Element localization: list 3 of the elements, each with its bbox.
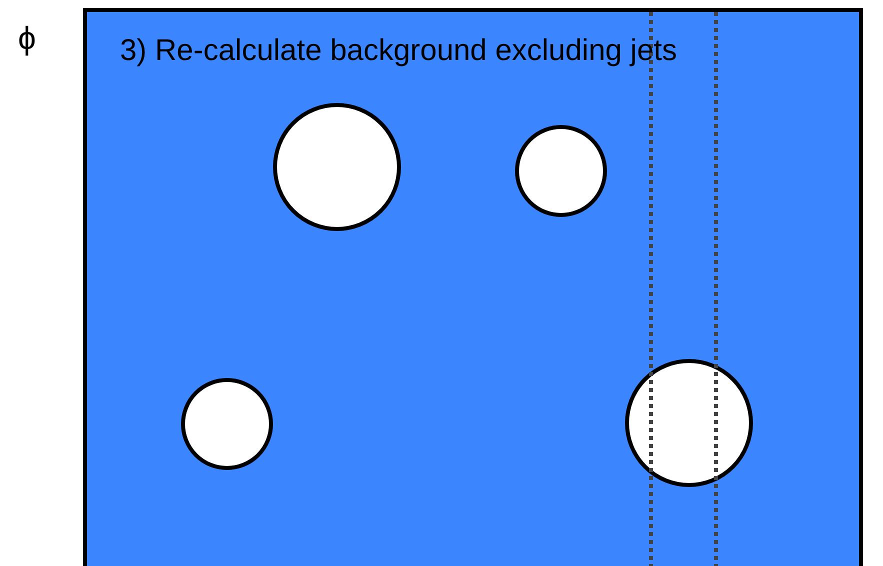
panel-title: 3) Re-calculate background excluding jets [120,34,677,67]
axis-label: ϕ [18,22,36,54]
plot-panel [83,8,863,566]
